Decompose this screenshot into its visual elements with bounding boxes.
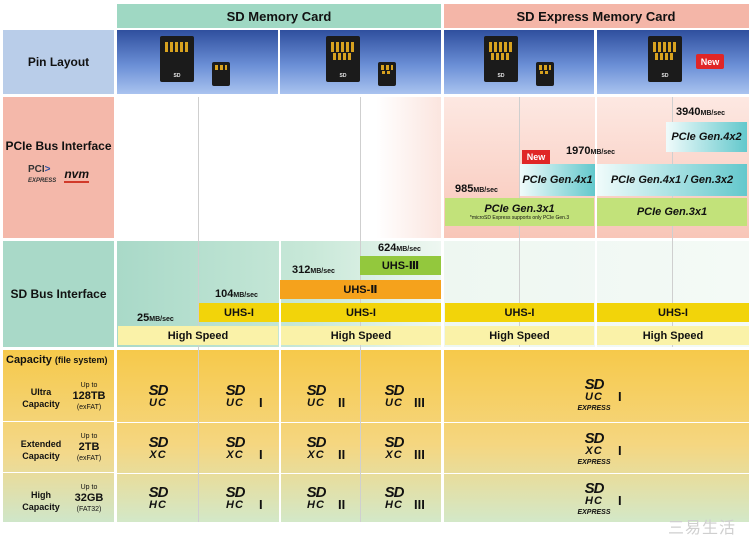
column-divider: [442, 0, 444, 537]
header-sd-memory-card: SD Memory Card: [117, 4, 441, 28]
nvme-logo: nvm: [64, 166, 90, 183]
pcie-speed-3940: 3940MB/sec: [676, 106, 725, 118]
row-label-capacity: Capacity (file system): [3, 350, 114, 522]
row-label-pcie: PCIe Bus Interface PCI>EXPRESS nvm: [3, 97, 114, 238]
microsd-card-image: [212, 62, 230, 86]
sd-card-image: SD: [648, 36, 682, 82]
sd-card-image: SD: [484, 36, 518, 82]
capacity-upto: Up to: [80, 484, 98, 491]
pcie-bus-interface-label: PCIe Bus Interface: [5, 138, 112, 153]
column-divider: [279, 97, 281, 522]
capacity-row-high: High Capacity Up to 32GB (FAT32): [3, 474, 114, 522]
capacity-fs: (exFAT): [76, 455, 102, 462]
uhs3-bar: UHS-Ⅲ: [360, 256, 441, 275]
sdbus-speed-312: 312MB/sec: [292, 264, 335, 276]
capacity-row-ultra: Ultra Capacity Up to 128TB (exFAT): [3, 370, 114, 422]
sdbus-speed-624: 624MB/sec: [378, 242, 421, 254]
capacity-size: 128TB: [72, 390, 106, 402]
capacity-name: High Capacity: [22, 490, 60, 512]
row-label-sd-bus: SD Bus Interface: [3, 241, 114, 347]
capacity-upto: Up to: [80, 382, 98, 389]
capacity-divider: [117, 422, 749, 423]
high-speed-bar: High Speed: [118, 326, 278, 345]
pin-layout-sd-memory: [117, 30, 278, 94]
row-label-pin-layout: Pin Layout: [3, 30, 114, 94]
pcie-speed-1970: 1970MB/sec: [566, 145, 615, 157]
pcie-speed-985: 985MB/sec: [455, 183, 498, 195]
new-badge: New: [696, 54, 724, 69]
uhs1-bar: UHS-I: [597, 303, 749, 322]
uhs1-bar: UHS-I: [445, 303, 594, 322]
capacity-panel-express: [443, 350, 749, 522]
capacity-title: Capacity (file system): [6, 354, 108, 366]
capacity-name: Extended Capacity: [20, 439, 62, 461]
high-speed-bar: High Speed: [281, 326, 441, 345]
pin-layout-sd-memory-uhs2: [280, 30, 441, 94]
sdbus-speed-104: 104MB/sec: [215, 288, 258, 300]
capacity-size: 2TB: [78, 441, 100, 453]
pin-layout-label: Pin Layout: [27, 55, 90, 69]
pin-layout-sd-express: [443, 30, 594, 94]
pcie-gen3x1-note: *microSD Express supports only PCIe Gen.…: [469, 215, 570, 221]
microsd-card-image: [378, 62, 396, 86]
capacity-name: Ultra Capacity: [22, 387, 60, 409]
high-speed-bar: High Speed: [597, 326, 749, 345]
high-speed-bar: High Speed: [445, 326, 594, 345]
capacity-divider: [117, 473, 749, 474]
new-badge-gen4x1: New: [522, 150, 550, 164]
uhs1-bar: UHS-I: [199, 303, 279, 322]
sdbus-speed-25: 25MB/sec: [137, 312, 174, 324]
sd-card-image: SD: [326, 36, 360, 82]
capacity-fs: (FAT32): [76, 506, 102, 513]
capacity-upto: Up to: [80, 433, 98, 440]
pcie-gen4x2-bar: PCIe Gen.4x2: [666, 122, 747, 152]
sd-card-image: SD: [160, 36, 194, 82]
uhs1-bar: UHS-I: [281, 303, 441, 322]
pcie-gen4x1-gen3x2-bar: PCIe Gen.4x1 / Gen.3x2: [597, 164, 747, 196]
corner-cell: [0, 0, 114, 28]
pci-express-logo: PCI>EXPRESS: [27, 163, 57, 184]
capacity-size: 32GB: [74, 492, 104, 504]
column-divider: [198, 97, 199, 522]
sd-bus-interface-label: SD Bus Interface: [10, 287, 107, 301]
uhs2-bar: UHS-Ⅱ: [280, 280, 441, 299]
header-sd-express-memory-card: SD Express Memory Card: [443, 4, 749, 28]
capacity-fs: (exFAT): [76, 404, 102, 411]
capacity-row-extended: Extended Capacity Up to 2TB (exFAT): [3, 423, 114, 473]
pcie-gen3x1-bar: PCIe Gen.3x1 *microSD Express supports o…: [445, 198, 594, 226]
column-divider: [595, 30, 597, 347]
pcie-gen4x1-bar: PCIe Gen.4x1: [520, 164, 595, 196]
watermark: 三易生活: [668, 520, 737, 537]
pcie-gen3x1-right-bar: PCIe Gen.3x1: [597, 198, 747, 226]
microsd-card-image: [536, 62, 554, 86]
